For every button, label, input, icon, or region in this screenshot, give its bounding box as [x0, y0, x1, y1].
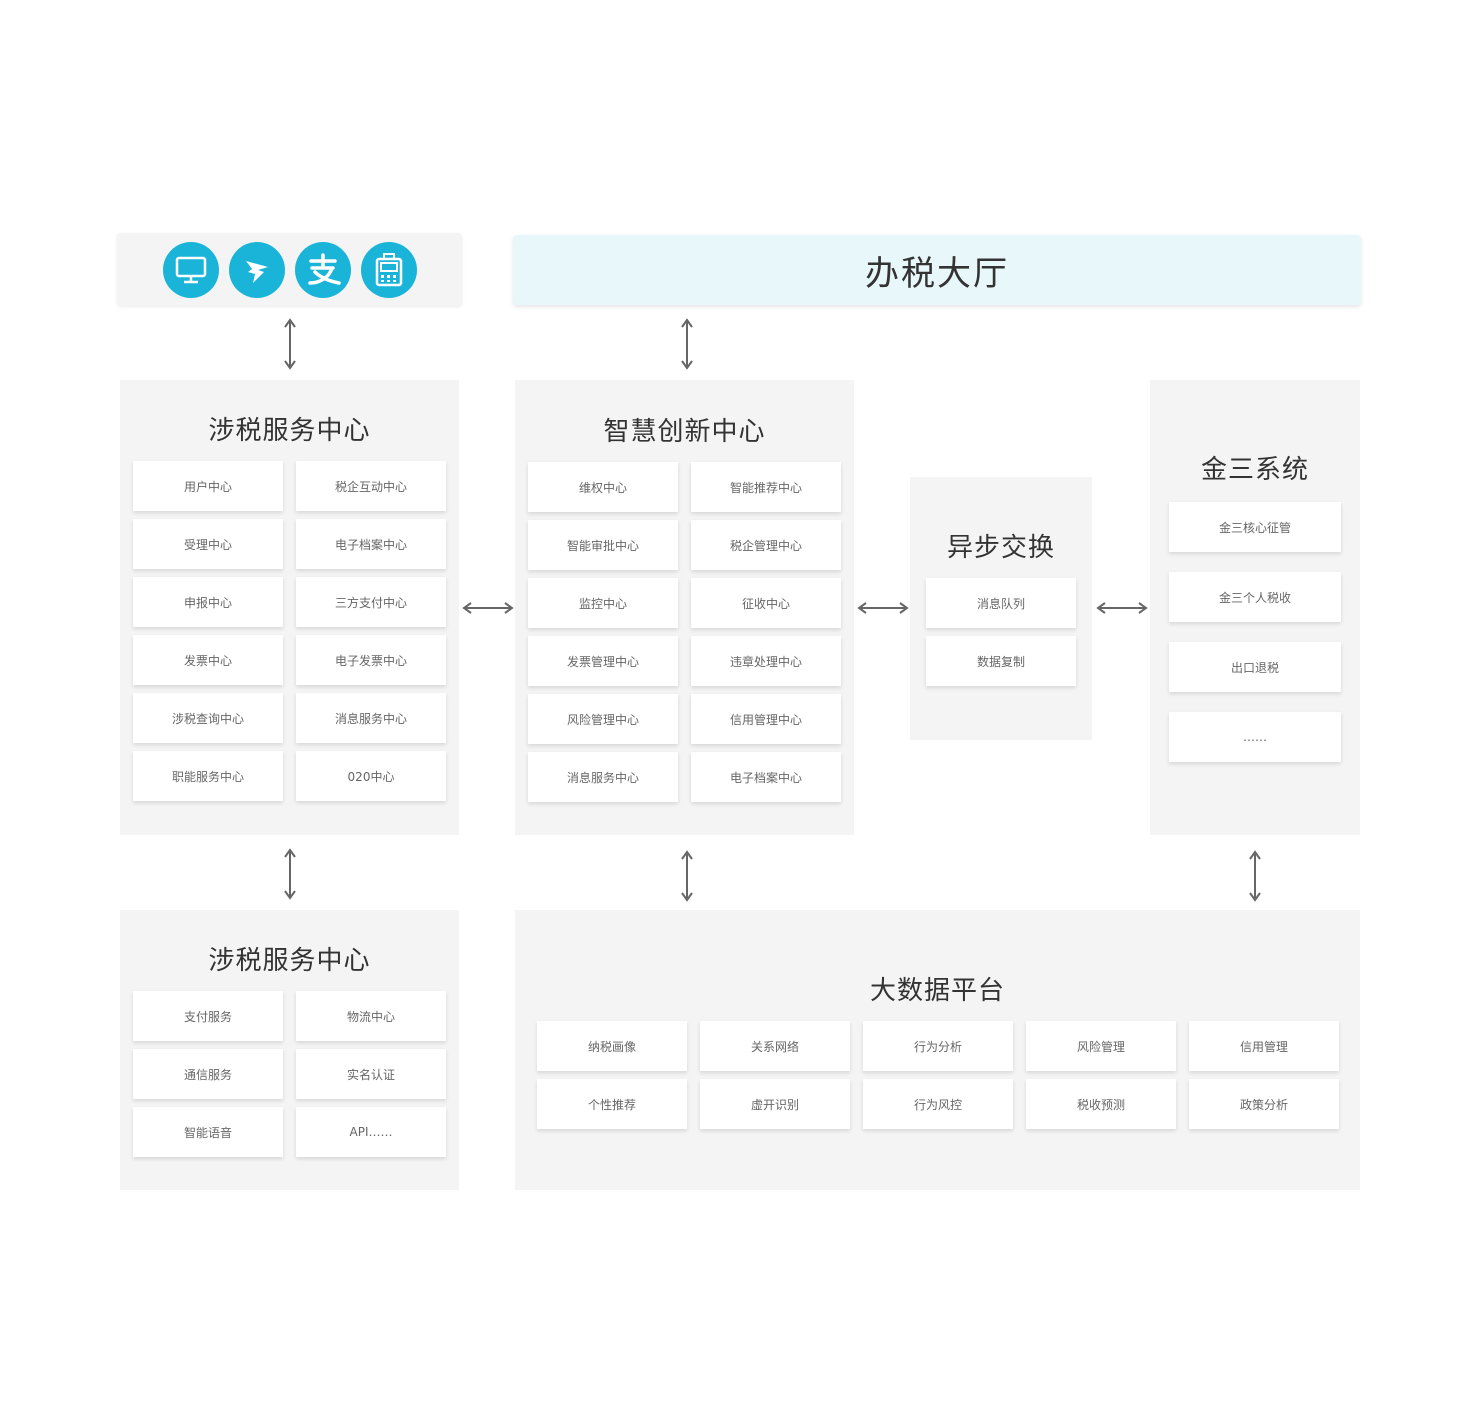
service-item[interactable]: 税收预测 — [1026, 1079, 1176, 1129]
service-item[interactable]: 个性推荐 — [537, 1079, 687, 1129]
service-item[interactable]: 虚开识别 — [700, 1079, 850, 1129]
service-item[interactable]: …… — [1169, 712, 1341, 762]
service-item[interactable]: 监控中心 — [528, 578, 678, 628]
panel-title: 涉税服务中心 — [208, 946, 371, 976]
tax-service-center-bottom-panel: 涉税服务中心 支付服务物流中心通信服务实名认证智能语音 API…… — [120, 910, 459, 1190]
panel-title: 智慧创新中心 — [603, 417, 766, 447]
alipay-icon[interactable] — [295, 242, 351, 298]
service-item[interactable]: 发票中心 — [133, 635, 283, 685]
service-item[interactable]: API…… — [296, 1107, 446, 1157]
service-item[interactable]: 出口退税 — [1169, 642, 1341, 692]
arrow-tax-service-to-innovation — [462, 602, 514, 614]
service-item[interactable]: 违章处理中心 — [691, 636, 841, 686]
service-item[interactable]: 智能审批中心 — [528, 520, 678, 570]
service-item[interactable]: 税企互动中心 — [296, 461, 446, 511]
service-item[interactable]: 纳税画像 — [537, 1021, 687, 1071]
service-item[interactable]: 消息服务中心 — [296, 693, 446, 743]
service-item[interactable]: 智能推荐中心 — [691, 462, 841, 512]
arrow-innovation-to-bigdata — [681, 850, 693, 902]
service-item[interactable]: 税企管理中心 — [691, 520, 841, 570]
big-data-platform-panel: 大数据平台 纳税画像关系网络行为分析风险管理信用管理个性推荐虚开识别行为风控税收… — [515, 910, 1360, 1190]
arrow-async-to-golden-tax — [1096, 602, 1148, 614]
tax-service-center-panel: 涉税服务中心 用户中心税企互动中心受理中心电子档案中心申报中心三方支付中心发票中… — [120, 380, 459, 835]
arrow-hall-to-innovation — [681, 318, 693, 370]
arrow-golden-tax-to-bigdata — [1249, 850, 1261, 902]
service-item[interactable]: 电子发票中心 — [296, 635, 446, 685]
service-item[interactable]: 金三核心征管 — [1169, 502, 1341, 552]
service-item[interactable]: 职能服务中心 — [133, 751, 283, 801]
service-item[interactable]: 金三个人税收 — [1169, 572, 1341, 622]
service-item[interactable]: 行为分析 — [863, 1021, 1013, 1071]
service-item[interactable]: 通信服务 — [133, 1049, 283, 1099]
panel-title: 大数据平台 — [869, 976, 1005, 1006]
service-item[interactable]: 信用管理中心 — [691, 694, 841, 744]
service-item[interactable]: 申报中心 — [133, 577, 283, 627]
arrow-icons-to-tax-service — [284, 318, 296, 370]
service-item[interactable]: 维权中心 — [528, 462, 678, 512]
arrow-innovation-to-async — [857, 602, 909, 614]
service-item[interactable]: 政策分析 — [1189, 1079, 1339, 1129]
async-exchange-panel: 异步交换 消息队列数据复制 — [910, 477, 1092, 740]
desktop-icon[interactable] — [163, 242, 219, 298]
service-item[interactable]: 信用管理 — [1189, 1021, 1339, 1071]
service-item[interactable]: 行为风控 — [863, 1079, 1013, 1129]
service-item[interactable]: 发票管理中心 — [528, 636, 678, 686]
service-item[interactable]: 消息队列 — [926, 578, 1076, 628]
arrow-tax-service-to-bottom — [284, 848, 296, 900]
service-item[interactable]: 数据复制 — [926, 636, 1076, 686]
service-item[interactable]: 受理中心 — [133, 519, 283, 569]
channel-icons-bar — [117, 233, 462, 306]
service-item[interactable]: 020中心 — [296, 751, 446, 801]
kiosk-terminal-icon[interactable] — [361, 242, 417, 298]
service-item[interactable]: 实名认证 — [296, 1049, 446, 1099]
panel-title: 涉税服务中心 — [208, 416, 371, 446]
service-item[interactable]: 支付服务 — [133, 991, 283, 1041]
service-item[interactable]: 智能语音 — [133, 1107, 283, 1157]
service-item[interactable]: 消息服务中心 — [528, 752, 678, 802]
panel-title: 异步交换 — [946, 533, 1055, 563]
dingtalk-icon[interactable] — [229, 242, 285, 298]
service-item[interactable]: 用户中心 — [133, 461, 283, 511]
service-item[interactable]: 征收中心 — [691, 578, 841, 628]
service-item[interactable]: 风险管理 — [1026, 1021, 1176, 1071]
service-item[interactable]: 电子档案中心 — [691, 752, 841, 802]
service-item[interactable]: 物流中心 — [296, 991, 446, 1041]
innovation-center-panel: 智慧创新中心 维权中心智能推荐中心智能审批中心税企管理中心监控中心征收中心发票管… — [515, 380, 854, 835]
service-item[interactable]: 风险管理中心 — [528, 694, 678, 744]
panel-title: 金三系统 — [1200, 455, 1309, 485]
tax-hall-banner: 办税大厅 — [513, 235, 1361, 305]
service-item[interactable]: 涉税查询中心 — [133, 693, 283, 743]
service-item[interactable]: 关系网络 — [700, 1021, 850, 1071]
service-item[interactable]: 电子档案中心 — [296, 519, 446, 569]
golden-tax-system-panel: 金三系统 金三核心征管金三个人税收出口退税 …… — [1150, 380, 1360, 835]
service-item[interactable]: 三方支付中心 — [296, 577, 446, 627]
